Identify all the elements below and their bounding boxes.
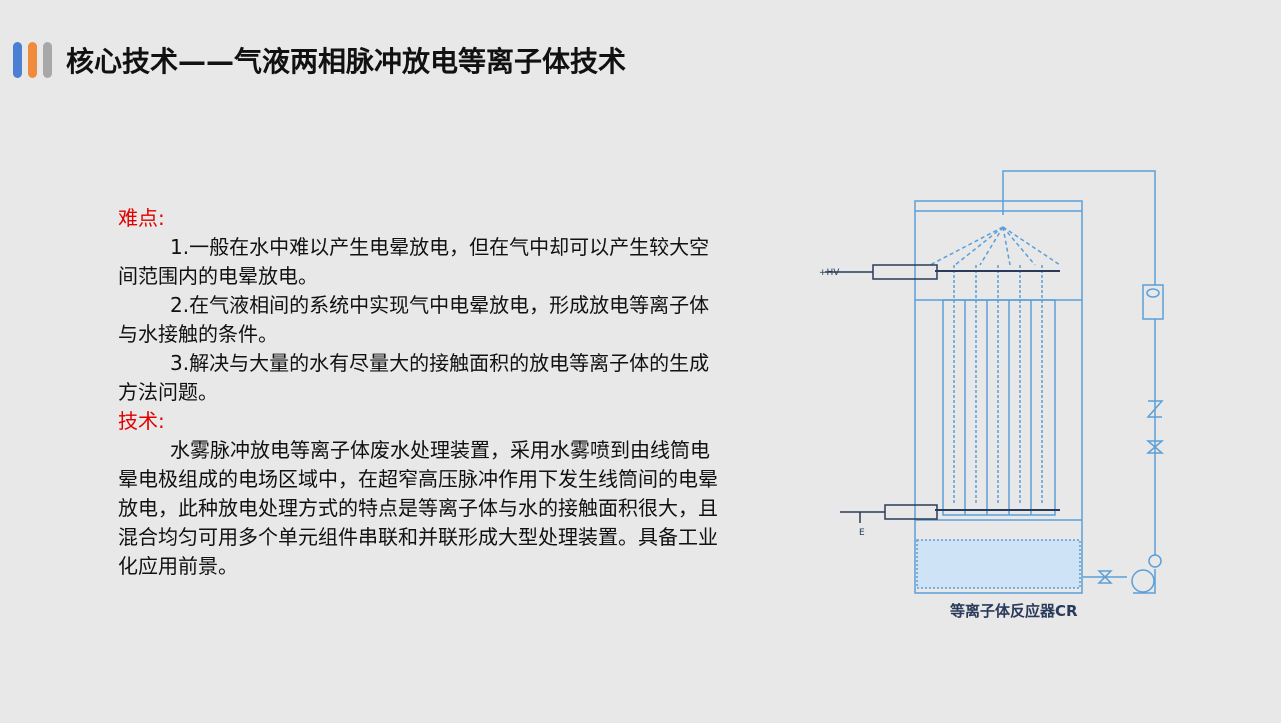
- plasma-reactor-diagram: +HV E: [819, 170, 1165, 594]
- title-accent-bars: [13, 42, 55, 78]
- feed-pipe-top: [1002, 170, 1156, 285]
- hv-label: +HV: [819, 268, 840, 278]
- reactor-vessel: [914, 200, 1083, 594]
- corona-tube-bank: [942, 299, 1056, 516]
- page-title: 核心技术——气液两相脉冲放电等离子体技术: [66, 45, 627, 78]
- difficulty-item-2: 2.在气液相间的系统中实现气中电晕放电，形成放电等离子体与水接触的条件。: [118, 293, 710, 346]
- flow-meter: [1142, 284, 1164, 320]
- ground-connector: [884, 504, 938, 520]
- difficulty-item-1: 1.一般在水中难以产生电晕放电，但在气中却可以产生较大空间范围内的电晕放电。: [118, 235, 710, 288]
- water-basin: [916, 539, 1081, 589]
- pump-icon: [1131, 569, 1155, 593]
- hv-connector: [872, 264, 938, 280]
- difficulty-heading: 难点:: [118, 206, 165, 230]
- tech-heading: 技术:: [118, 409, 165, 433]
- accent-bar-gray: [43, 42, 52, 78]
- tech-paragraph: 水雾脉冲放电等离子体废水处理装置，采用水雾喷到由线筒电晕电极组成的电场区域中，在…: [118, 438, 718, 578]
- ground-label: E: [859, 528, 865, 538]
- content-text: 难点: 1.一般在水中难以产生电晕放电，但在气中却可以产生较大空间范围内的电晕放…: [118, 204, 728, 581]
- accent-bar-orange: [28, 42, 37, 78]
- accent-bar-blue: [13, 42, 22, 78]
- diagram-caption: 等离子体反应器CR: [950, 602, 1078, 620]
- difficulty-item-3: 3.解决与大量的水有尽量大的接触面积的放电等离子体的生成方法问题。: [118, 351, 710, 404]
